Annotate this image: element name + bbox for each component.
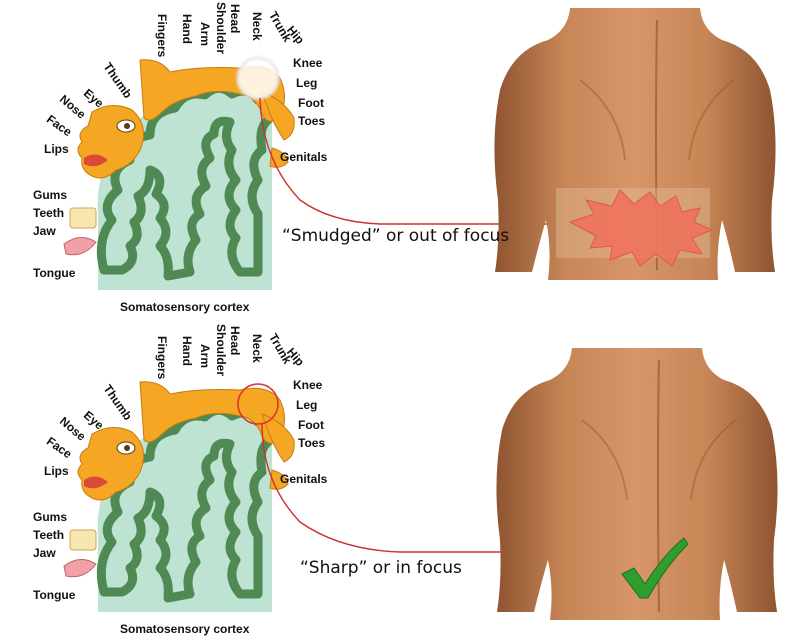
label-genitals: Genitals [280, 150, 327, 164]
label-neck: Neck [250, 334, 264, 363]
label-hand: Hand [180, 336, 194, 366]
cortex-caption: Somatosensory cortex [120, 622, 249, 636]
label-teeth: Teeth [33, 528, 64, 542]
statement-sharp: “Sharp” or in focus [300, 558, 462, 578]
label-lips: Lips [44, 464, 69, 478]
label-arm: Arm [198, 344, 212, 368]
cortex-caption: Somatosensory cortex [120, 300, 249, 314]
panel-sharp: Fingers Hand Arm Shoulder Head Neck Trun… [0, 322, 785, 640]
label-tongue: Tongue [33, 588, 75, 602]
label-foot: Foot [298, 418, 324, 432]
label-leg: Leg [296, 398, 317, 412]
label-neck: Neck [250, 12, 264, 41]
label-hand: Hand [180, 14, 194, 44]
label-foot: Foot [298, 96, 324, 110]
panel-artwork [0, 322, 785, 640]
label-lips: Lips [44, 142, 69, 156]
label-jaw: Jaw [33, 546, 56, 560]
label-fingers: Fingers [155, 336, 169, 379]
label-teeth: Teeth [33, 206, 64, 220]
label-leg: Leg [296, 76, 317, 90]
label-knee: Knee [293, 56, 322, 70]
label-head: Head [228, 326, 242, 355]
label-knee: Knee [293, 378, 322, 392]
label-tongue: Tongue [33, 266, 75, 280]
panel-artwork [0, 0, 785, 318]
statement-smudged: “Smudged” or out of focus [282, 226, 509, 246]
label-toes: Toes [298, 436, 325, 450]
label-jaw: Jaw [33, 224, 56, 238]
label-head: Head [228, 4, 242, 33]
focus-circle-blurred [238, 58, 278, 98]
label-gums: Gums [33, 510, 67, 524]
label-shoulder: Shoulder [214, 324, 228, 376]
panel-smudged: Fingers Hand Arm Shoulder Head Neck Trun… [0, 0, 785, 318]
label-toes: Toes [298, 114, 325, 128]
label-arm: Arm [198, 22, 212, 46]
label-shoulder: Shoulder [214, 2, 228, 54]
label-genitals: Genitals [280, 472, 327, 486]
label-fingers: Fingers [155, 14, 169, 57]
label-gums: Gums [33, 188, 67, 202]
